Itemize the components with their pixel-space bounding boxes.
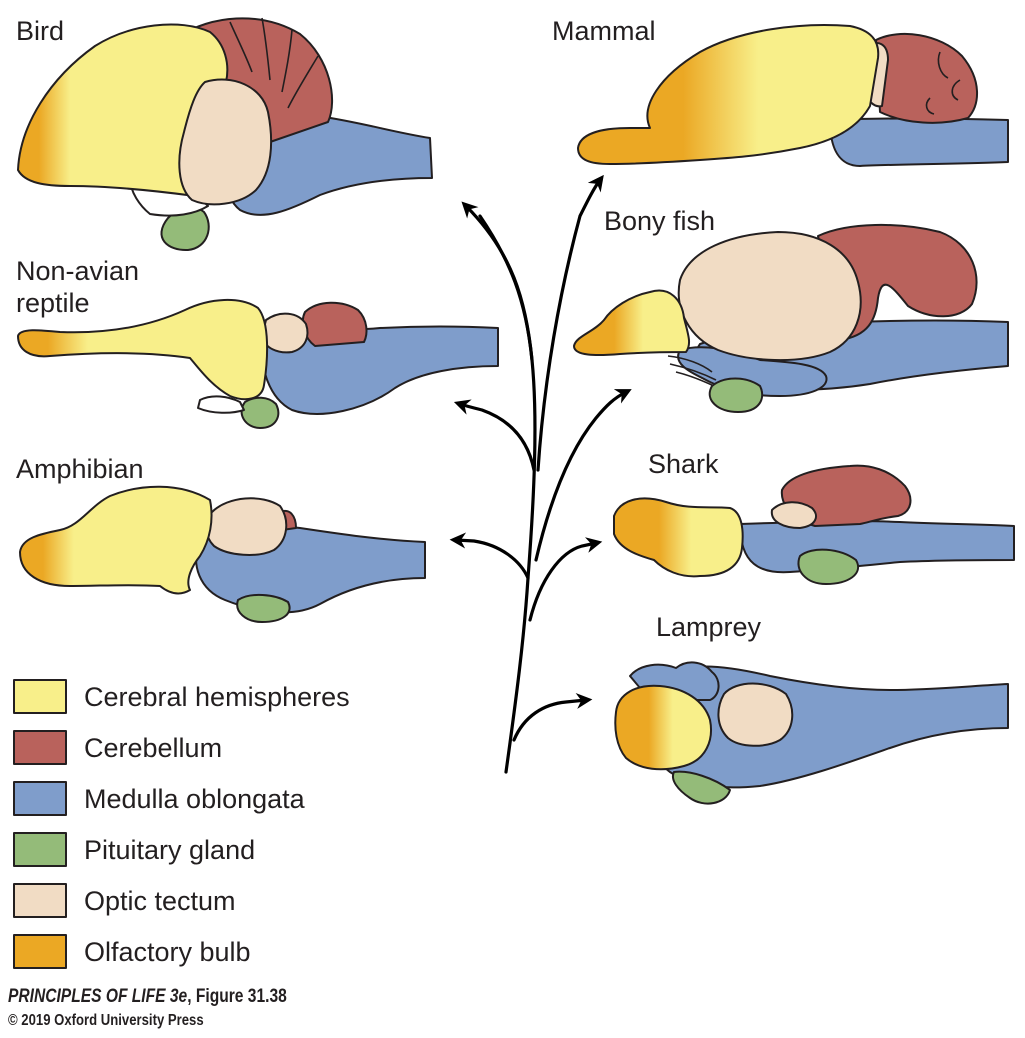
shark-optic-tectum (770, 501, 817, 529)
lamprey-brain: Lamprey (614, 612, 1009, 805)
legend-item-cerebellum: Cerebellum (13, 730, 222, 765)
legend-swatch-pituitary-gland (13, 832, 67, 867)
evolutionary-tree (449, 174, 632, 774)
amphibian-pituitary (236, 594, 291, 623)
lamprey-optic-tectum (717, 682, 794, 747)
legend-swatch-cerebellum (13, 730, 67, 765)
mammal-cerebellum-folds (925, 51, 961, 115)
reptile-label-line1: Non-avian (16, 256, 139, 286)
legend-swatch-optic-tectum (13, 883, 67, 918)
mammal-label: Mammal (552, 16, 656, 46)
bony-fish-optic-tectum (677, 231, 862, 362)
bird-brain: Bird (16, 16, 433, 252)
mammal-cerebral-hemisphere (577, 24, 880, 165)
legend-swatch-olfactory-bulb (13, 934, 67, 969)
tree-arrow-lamprey (512, 692, 593, 742)
legend-label-optic-tectum: Optic tectum (84, 886, 236, 916)
legend-label-olfactory-bulb: Olfactory bulb (84, 937, 251, 967)
shark-pituitary (797, 548, 859, 585)
tree-arrow-reptile (453, 399, 536, 472)
reptile-pituitary (240, 396, 280, 429)
tree-arrow-bony-fish (534, 389, 632, 562)
legend-label-cerebral-hemispheres: Cerebral hemispheres (84, 682, 350, 712)
mammal-medulla (829, 117, 1009, 167)
tree-trunk (478, 214, 537, 774)
legend-item-medulla-oblongata: Medulla oblongata (13, 781, 306, 816)
bony-fish-cerebral-hemisphere (573, 289, 691, 356)
legend-label-cerebellum: Cerebellum (84, 733, 222, 763)
mammal-cerebellum (875, 33, 979, 124)
amphibian-label: Amphibian (16, 454, 144, 484)
legend-item-pituitary-gland: Pituitary gland (13, 832, 255, 867)
copyright-notice: © 2019 Oxford University Press (8, 1012, 204, 1029)
bird-optic-tectum (178, 78, 273, 206)
reptile-cerebellum (301, 301, 368, 347)
bony-fish-label: Bony fish (604, 206, 715, 236)
reptile-white-region (197, 395, 245, 414)
bird-cerebellum-folds (229, 17, 319, 109)
reptile-brain: Non-avian reptile (16, 256, 499, 429)
book-title: PRINCIPLES OF LIFE 3e (8, 986, 188, 1007)
legend-item-olfactory-bulb: Olfactory bulb (13, 934, 251, 969)
shark-label: Shark (648, 449, 719, 479)
tree-arrow-bird (461, 201, 534, 362)
lamprey-label: Lamprey (656, 612, 762, 642)
bony-fish-brain: Bony fish (573, 206, 1009, 413)
tree-arrow-mammal (536, 174, 604, 472)
shark-cerebral-hemisphere (613, 497, 744, 578)
figure-credit: PRINCIPLES OF LIFE 3e, Figure 31.38 (8, 986, 287, 1008)
tree-arrow-shark (528, 537, 603, 622)
lamprey-cerebral-hemisphere (614, 684, 712, 771)
legend-item-cerebral-hemispheres: Cerebral hemispheres (13, 679, 350, 714)
legend-label-medulla-oblongata: Medulla oblongata (84, 784, 306, 814)
reptile-label-line2: reptile (16, 288, 90, 318)
legend-swatch-medulla-oblongata (13, 781, 67, 816)
mammal-brain: Mammal (552, 16, 1009, 167)
reptile-optic-tectum (261, 312, 309, 354)
amphibian-cerebral-hemisphere (19, 485, 213, 595)
legend-item-optic-tectum: Optic tectum (13, 883, 236, 918)
bony-fish-pituitary (708, 377, 764, 413)
legend: Cerebral hemispheres Cerebellum Medulla … (13, 679, 350, 969)
legend-label-pituitary-gland: Pituitary gland (84, 835, 255, 865)
shark-medulla (739, 520, 1015, 574)
lamprey-pituitary (672, 770, 731, 805)
tree-arrow-amphibian (449, 532, 530, 580)
amphibian-optic-tectum (205, 497, 288, 556)
amphibian-brain: Amphibian (16, 454, 426, 623)
bird-label: Bird (16, 16, 64, 46)
legend-swatch-cerebral-hemispheres (13, 679, 67, 714)
figure-number: , Figure 31.38 (187, 986, 287, 1007)
shark-brain: Shark (613, 449, 1015, 585)
reptile-cerebral-hemisphere (17, 298, 269, 401)
